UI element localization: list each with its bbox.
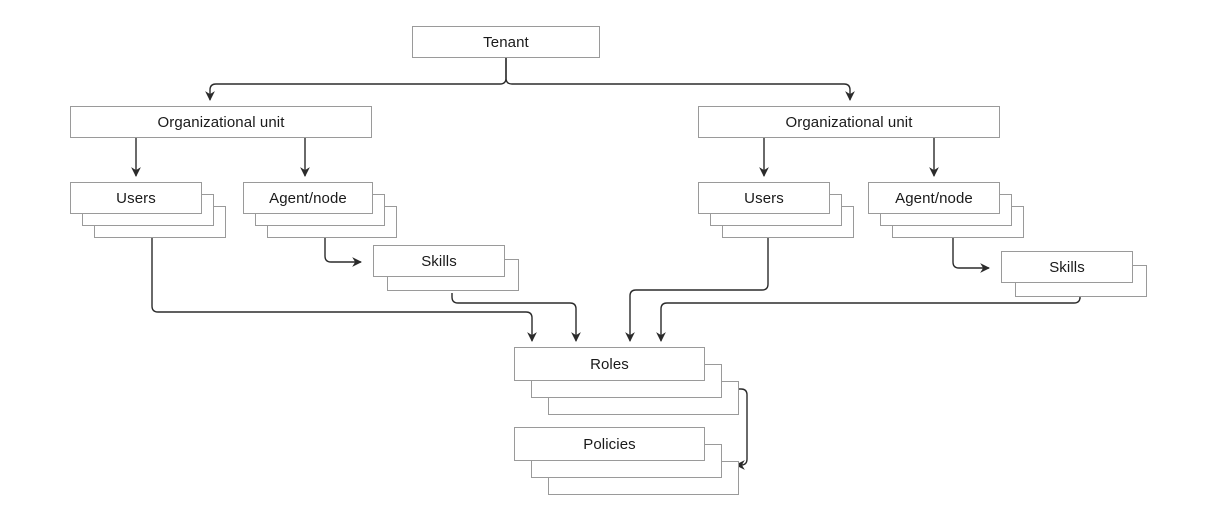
node-organizational-unit-right-label: Organizational unit [785,113,913,131]
node-policies-face: Policies [514,427,705,461]
node-tenant[interactable]: Tenant [412,26,600,58]
node-tenant-label: Tenant [483,33,529,51]
node-users-right-face: Users [698,182,830,214]
edge-agent-right-to-skills-right [952,230,990,273]
node-agent-node-right[interactable]: Agent/node [868,182,1032,246]
edge-skills-right-to-roles [656,296,1081,342]
edge-users-right-to-roles [625,238,769,342]
node-organizational-unit-right[interactable]: Organizational unit [698,106,1000,138]
node-roles-face: Roles [514,347,705,381]
node-skills-right[interactable]: Skills [1001,251,1157,307]
node-agent-node-right-face: Agent/node [868,182,1000,214]
node-users-left-label: Users [116,189,156,207]
node-skills-right-face: Skills [1001,251,1133,283]
node-organizational-unit-left-face: Organizational unit [70,106,372,138]
edge-roles-to-policies [722,388,748,470]
node-users-right-label: Users [744,189,784,207]
node-organizational-unit-left[interactable]: Organizational unit [70,106,372,138]
node-skills-left-label: Skills [421,252,457,270]
node-roles[interactable]: Roles [514,347,739,415]
node-policies[interactable]: Policies [514,427,739,495]
node-agent-node-left-face: Agent/node [243,182,373,214]
node-users-left-face: Users [70,182,202,214]
node-tenant-face: Tenant [412,26,600,58]
edge-users-left-to-roles [151,238,537,342]
edge-tenant-to-ou-right [505,58,855,101]
node-policies-label: Policies [583,435,636,453]
node-skills-right-label: Skills [1049,258,1085,276]
node-users-right[interactable]: Users [698,182,862,246]
node-roles-label: Roles [590,355,629,373]
edge-agent-left-to-skills-left [324,230,362,267]
node-users-left[interactable]: Users [70,182,234,246]
node-agent-node-left-label: Agent/node [269,189,347,207]
edge-skills-left-to-roles [451,293,581,342]
node-organizational-unit-right-face: Organizational unit [698,106,1000,138]
edge-tenant-to-ou-left [205,58,507,101]
node-skills-left-face: Skills [373,245,505,277]
node-skills-left[interactable]: Skills [373,245,529,301]
node-organizational-unit-left-label: Organizational unit [157,113,285,131]
node-agent-node-right-label: Agent/node [895,189,973,207]
node-agent-node-left[interactable]: Agent/node [243,182,405,246]
